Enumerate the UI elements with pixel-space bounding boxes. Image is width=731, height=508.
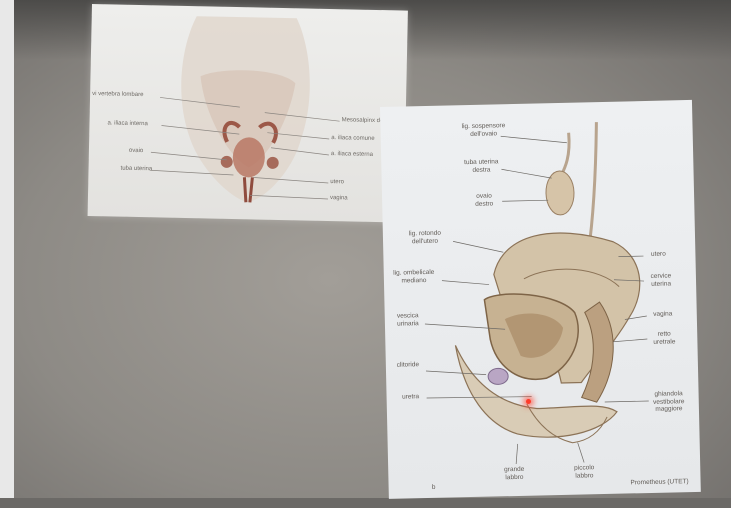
sagittal-pelvis-illustration [380,100,701,499]
label-utero-2: utero [645,250,671,258]
label-cervice: cervice uterina [646,272,676,288]
label-lig-rotondo: lig. rotondo dell'utero [399,229,451,245]
label-lig-ombelicale: lig. ombelicale mediano [388,269,440,285]
panel-letter: b [429,484,439,492]
label-clitoride: clitoride [390,361,426,369]
label-iliaca-esterna: a. iliaca esterna [331,151,373,159]
label-tuba: tuba uterina [120,166,152,174]
floor-edge [0,498,731,508]
label-retto: retto uretrale [649,330,679,346]
slide-frontal-view: vi vertebra lombare a. iliaca interna ov… [88,4,408,223]
label-ovaio: ovaio [129,148,143,155]
label-ovaio-destro: ovaio destro [468,192,500,208]
label-grande-labbro: grande labbro [496,466,532,482]
label-vagina-2: vagina [649,310,677,318]
credit-text: Prometheus (UTET) [625,478,695,487]
label-utero-1: utero [330,179,344,186]
label-vagina-1: vagina [330,195,348,202]
label-vescica: vescica urinaria [389,312,427,328]
slide-sagittal-view: lig. sospensore dell'ovaio tuba uterina … [380,100,701,499]
label-iliaca-interna: a. iliaca interna [107,120,147,128]
label-lig-sospensore: lig. sospensore dell'ovaio [458,122,508,138]
label-vertebra: vi vertebra lombare [92,91,143,99]
wall-edge [0,0,14,508]
label-tuba-destra: tuba uterina destra [461,158,501,174]
label-iliaca-comune: a. iliaca comune [331,135,374,143]
frontal-pelvis-illustration [88,4,408,223]
label-uretra: uretra [397,393,425,401]
label-ghiandola: ghiandola vestibolare maggiore [649,390,690,413]
laser-pointer-dot [526,399,531,404]
label-piccolo-labbro: piccolo labbro [566,464,602,480]
